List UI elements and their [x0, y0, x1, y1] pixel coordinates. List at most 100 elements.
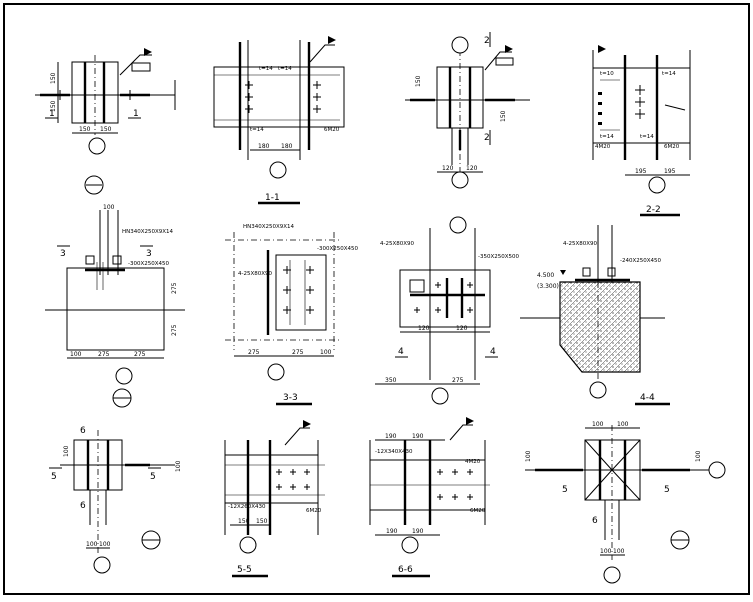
v9-dim-s1: 100: [63, 445, 70, 457]
v11-note-2: 4M20: [465, 459, 481, 465]
v5-section-mark-2: 3: [146, 249, 152, 259]
v2-bolts: [245, 81, 321, 113]
v2-note-3: t=14: [250, 127, 264, 133]
v3-dim-side-1: 150: [415, 75, 422, 87]
v1-section-mark: 1: [49, 109, 55, 119]
v4-note-1: t=10: [600, 71, 614, 77]
v9-section-mark-5b: 5: [150, 472, 156, 482]
v8-concrete-pedestal: [559, 281, 641, 373]
sheet-frame: [3, 3, 750, 595]
v5-dim-s2: 275: [171, 324, 178, 336]
view-4-section-2-2: t=10 t=14 t=14 t=14 4M20 6M20 195 195 2-…: [592, 45, 691, 217]
v7-section-mark: 4: [398, 347, 404, 357]
v4-note-3: t=14: [600, 134, 614, 140]
v5-dim-b2: 275: [98, 351, 110, 358]
v7-dim-b1: 350: [385, 377, 397, 384]
v7-axis-bubble-top: [449, 216, 467, 234]
v7-dim-row-2: 120: [456, 325, 468, 332]
v4-note-6: 6M20: [664, 144, 680, 150]
v10-dim-1: 150: [238, 518, 250, 525]
v1-dim-side-1: 150: [50, 72, 57, 84]
v2-note-2: t=14: [278, 66, 292, 72]
view-10-section-5-5: -12X260X430 6M20 150 150 5-5: [224, 420, 325, 578]
v3-dim-1: 120: [442, 165, 454, 172]
v3-axis-bubble-top: [451, 36, 469, 54]
v10-bolts: [276, 469, 310, 490]
v3-dim-side-2: 150: [500, 110, 507, 122]
v9-section-mark-5: 5: [51, 472, 57, 482]
v11-bolts: [437, 469, 473, 500]
v4-bolt-row: [598, 85, 645, 125]
v9-dim-s2: 100: [175, 460, 182, 472]
v6-bolt-grid: [283, 266, 314, 314]
view-6-section-3-3: HN340X250X9X14 4-25X80X90 -300X250X450 2…: [225, 224, 359, 406]
v1-dim-bottom-1: 150: [79, 126, 91, 133]
v10-axis-bubble: [239, 536, 257, 554]
v7-bolts: [414, 282, 473, 313]
v12-dim-s1: 100: [525, 450, 532, 462]
v4-note-2: t=14: [662, 71, 676, 77]
view-8-section-4-4: 4-25X80X90 -240X250X450 4.500 (3.300) 4-…: [520, 225, 670, 406]
v12-dim-b1: 100: [600, 548, 612, 555]
v6-dim-2: 275: [292, 349, 304, 356]
v5-dim-b1: 100: [70, 351, 82, 358]
v5-note-2: -300X250X450: [128, 261, 170, 267]
v7-dim-row-1: 120: [418, 325, 430, 332]
v8-title: 4-4: [640, 393, 655, 403]
v10-title: 5-5: [237, 565, 252, 575]
v6-dim-3: 100: [320, 349, 332, 356]
v1-dim-side-2: 150: [50, 100, 57, 112]
v4-title: 2-2: [646, 205, 661, 215]
v8-note-1: 4-25X80X90: [563, 241, 598, 247]
v12-section-mark-5: 5: [562, 485, 568, 495]
v3-section-mark-2: 2: [484, 133, 490, 143]
v5-axis-bubble: [115, 367, 133, 385]
v2-dim-2: 180: [281, 143, 293, 150]
v7-section-mark-2: 4: [490, 347, 496, 357]
v6-note-3: -300X250X450: [317, 246, 359, 252]
v6-axis-bubble: [267, 363, 285, 381]
v8-axis-bubble: [589, 381, 607, 399]
v1-dim-bottom-2: 150: [100, 126, 112, 133]
v12-dim-b2: 100: [613, 548, 625, 555]
v11-dim-top-1: 190: [385, 433, 397, 440]
view-5-base-elevation: HN340X250X9X14 -300X250X450 100 3 3 100 …: [45, 204, 185, 408]
v11-dim-top-2: 190: [412, 433, 424, 440]
v8-elev-2: (3.300): [537, 283, 559, 290]
v6-title: 3-3: [283, 393, 298, 403]
v7-note-2: -350X250X500: [478, 254, 520, 260]
v5-dim-top: 100: [103, 204, 115, 211]
view-11-section-6-6: 190 190 -12X340X430 4M20 6M20 190 190 6-…: [369, 417, 490, 578]
view-7-base-plan: 4-25X80X90 -350X250X500 120 120 4 4 350 …: [375, 216, 520, 405]
view-1-column-plan: 1 1 150 150 150 150: [35, 48, 176, 195]
v9-dim-b1: 100: [86, 541, 98, 548]
v11-dim-b1: 190: [386, 528, 398, 535]
v10-note-2: 6M20: [306, 508, 322, 514]
view-9-column-plan: 6 6 5 5 100 100 100 100: [49, 426, 182, 574]
v10-dim-2: 150: [256, 518, 268, 525]
v3-section-mark: 2: [484, 36, 490, 46]
v8-elev-1: 4.500: [537, 272, 554, 279]
v10-note-1: -12X260X430: [228, 504, 266, 510]
v2-note-1: t=14: [259, 66, 273, 72]
v11-note-3: 6M20: [470, 508, 486, 514]
v7-dim-b2: 275: [452, 377, 464, 384]
v8-note-2: -240X250X450: [620, 258, 662, 264]
v4-note-5: 4M20: [595, 144, 611, 150]
v12-axis-bubble-bottom: [603, 566, 621, 584]
v12-section-mark-5b: 5: [664, 485, 670, 495]
v6-note-2: 4-25X80X90: [238, 271, 273, 277]
v4-dim-2: 195: [664, 168, 676, 175]
v3-dim-2: 120: [466, 165, 478, 172]
v4-note-4: t=14: [640, 134, 654, 140]
v9-section-mark-6: 6: [80, 426, 86, 436]
v5-note-1: HN340X250X9X14: [122, 229, 174, 235]
v11-note-1: -12X340X430: [375, 449, 413, 455]
view-3-column-plan: 2 2 120 120 150 150: [405, 32, 530, 189]
v12-dim-top-1: 100: [592, 421, 604, 428]
v12-axis-bubble-right: [708, 461, 726, 479]
v1-axis-bubble: [88, 137, 106, 155]
v11-dim-b2: 190: [412, 528, 424, 535]
